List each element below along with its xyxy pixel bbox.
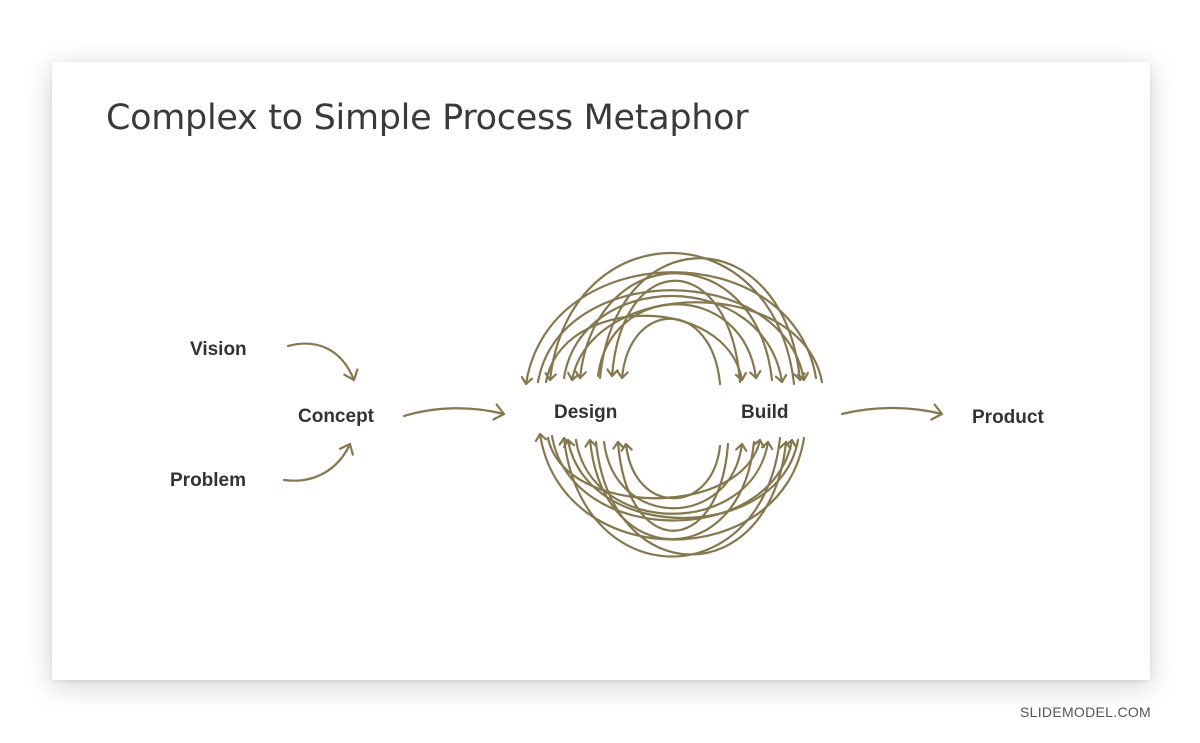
build-to-product-arrowhead xyxy=(930,403,944,421)
lower-loop-arrowhead xyxy=(735,442,748,452)
upper-loop-arrow xyxy=(544,314,744,384)
upper-loop-arrow xyxy=(562,295,784,384)
lower-loop-arrowhead xyxy=(612,440,625,450)
node-build: Build xyxy=(741,402,789,423)
arrow-layer xyxy=(282,251,944,558)
vision-to-concept-arrowhead xyxy=(343,368,359,382)
upper-loop-arrow xyxy=(570,301,824,384)
upper-loop-arrow xyxy=(610,279,742,384)
lower-loop-arrow xyxy=(594,440,788,556)
lower-loop-arrowhead xyxy=(752,438,765,449)
upper-loop-arrow xyxy=(536,289,806,384)
lower-loop-arrowhead xyxy=(584,438,597,448)
lower-loop-arrowhead xyxy=(620,442,633,452)
lower-loop-arrow xyxy=(602,440,744,510)
node-design: Design xyxy=(554,402,617,423)
node-vision: Vision xyxy=(190,339,247,360)
upper-loop-arrow xyxy=(578,272,774,382)
upper-loop-arrow xyxy=(620,317,722,386)
upper-loop-arrowhead xyxy=(734,371,747,382)
upper-loop-arrowhead xyxy=(567,371,580,382)
slide: Complex to Simple Process Metaphor Visio… xyxy=(52,62,1150,680)
upper-loop-arrow xyxy=(524,271,818,386)
problem-to-concept-arrow xyxy=(282,442,352,482)
lower-loop-arrow xyxy=(588,438,756,541)
concept-to-design-arrow xyxy=(402,407,506,418)
upper-loop-arrowhead xyxy=(574,370,587,380)
lower-loop-arrowhead xyxy=(563,438,576,449)
node-problem: Problem xyxy=(170,470,246,491)
lower-loop-arrow xyxy=(574,438,770,515)
upper-loop-arrow xyxy=(598,257,802,382)
lower-loop-arrowhead xyxy=(779,440,792,450)
upper-loop-arrowhead xyxy=(749,370,762,380)
upper-loop-arrowhead xyxy=(616,370,629,380)
node-product: Product xyxy=(972,407,1044,428)
lower-loop-arrow xyxy=(624,442,722,500)
lower-loop-arrow xyxy=(550,434,794,522)
concept-to-design-arrowhead xyxy=(492,403,506,421)
upper-loop-arrowhead xyxy=(793,372,806,382)
slide-title: Complex to Simple Process Metaphor xyxy=(106,98,749,138)
problem-to-concept-arrowhead xyxy=(339,442,354,456)
watermark: SLIDEMODEL.COM xyxy=(1020,704,1151,720)
process-diagram: Vision Problem Concept Design Build Prod… xyxy=(170,251,1044,558)
build-to-product-arrow xyxy=(840,406,944,416)
upper-loop-arrowhead xyxy=(774,374,788,384)
upper-loop-arrowhead xyxy=(520,376,534,386)
upper-loop-arrow xyxy=(596,303,758,380)
vision-to-concept-arrow xyxy=(286,342,356,382)
lower-loop-arrow xyxy=(546,436,762,500)
lower-loop-arrowhead xyxy=(534,432,548,442)
node-concept: Concept xyxy=(298,406,375,427)
lower-loop-arrow xyxy=(566,438,800,519)
upper-loop-arrowhead xyxy=(606,368,619,378)
